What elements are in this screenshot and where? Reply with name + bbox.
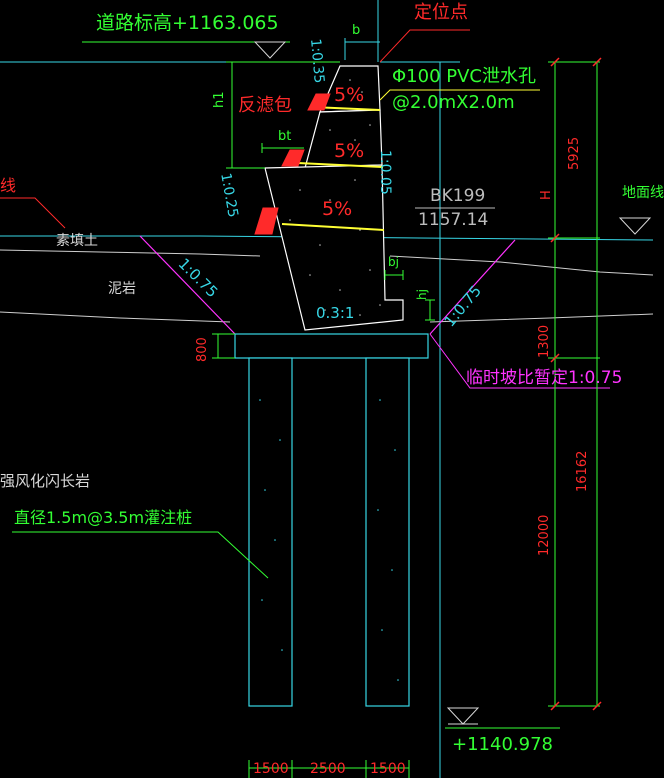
hj-symbol: hj	[415, 289, 429, 300]
filter-bag-1	[307, 93, 331, 111]
weathered-rock-label: 强风化闪长岩	[0, 472, 91, 490]
pvc-spacing-label: @2.0mX2.0m	[392, 92, 515, 113]
top-face-slope: 1:0.35	[307, 37, 327, 84]
bt-symbol: bt	[278, 129, 292, 144]
locating-point-label: 定位点	[414, 2, 468, 23]
ground-line-label: 地面线	[622, 185, 664, 201]
bottom-elevation-triangle	[446, 707, 480, 725]
drain-gradient-2: 5%	[334, 140, 365, 162]
filter-bag-3	[254, 207, 279, 235]
dim-top-height: 5925	[567, 136, 582, 170]
drain-pipe-2	[297, 162, 384, 168]
locating-leader	[379, 29, 470, 63]
bj-symbol: bj	[388, 255, 399, 269]
ground-marker-right	[618, 217, 652, 235]
mudstone-label: 泥岩	[108, 281, 136, 297]
dim-cap-height: 1300	[537, 324, 552, 358]
b-symbol: b	[352, 23, 361, 38]
ground-line-fill	[0, 249, 654, 276]
dimension-ticks	[550, 57, 602, 711]
base-slope-label: 0.3:1	[316, 304, 355, 322]
h1-dimension	[226, 61, 340, 169]
left-slope-fragment	[0, 197, 66, 229]
pile-right	[365, 357, 410, 707]
pile-stipple	[259, 399, 399, 681]
bottom-elevation-label: +1140.978	[452, 734, 553, 755]
drain-gradient-3: 5%	[322, 198, 353, 220]
right-dimension-chain	[548, 61, 600, 707]
ground-line-right	[380, 61, 460, 778]
pile-cap	[234, 333, 429, 359]
dim-pile-gap: 2500	[310, 761, 346, 777]
excavation-slope-right	[429, 239, 516, 335]
mudstone-line	[0, 311, 654, 323]
H-symbol: H	[539, 190, 554, 200]
dim-pile-left: 1500	[253, 761, 289, 777]
pile-spec-label: 直径1.5m@3.5m灌注桩	[14, 508, 193, 527]
pvc-leader	[379, 89, 540, 101]
drain-gradient-1: 5%	[334, 84, 365, 106]
filter-bag-label: 反滤包	[238, 95, 292, 116]
road-elevation-label: 道路标高+1163.065	[96, 12, 279, 34]
bt-mark	[261, 143, 304, 153]
fill-soil-label: 素填土	[56, 233, 98, 249]
dim-pile-length: 12000	[537, 514, 552, 556]
front-face-slope: 1:0.05	[377, 150, 393, 195]
wall-concrete-stipple	[289, 79, 381, 316]
pvc-drain-label: Φ100 PVC泄水孔	[392, 66, 536, 87]
dim-pile-right: 1500	[370, 761, 406, 777]
cap-thickness-dim	[212, 333, 235, 359]
hj-mark	[425, 299, 435, 321]
b-dimension	[344, 0, 380, 62]
drain-pipe-3	[281, 223, 385, 231]
wall-lower-segment	[264, 164, 404, 331]
station-label: BK199	[430, 186, 486, 206]
pile-left	[248, 357, 293, 707]
temp-slope-leader	[429, 333, 610, 389]
bottom-dimensions	[248, 760, 410, 778]
pile-spec-leader	[12, 531, 269, 579]
temp-slope-label: 临时坡比暂定1:0.75	[466, 368, 623, 388]
dim-total: 16162	[575, 450, 590, 492]
line-fragment-label: 线	[0, 176, 17, 195]
cap-thickness-value: 800	[195, 337, 210, 362]
excavation-slope-left	[139, 235, 236, 335]
station-elevation: 1157.14	[418, 210, 489, 230]
h1-symbol: h1	[212, 91, 227, 108]
filter-bag-2	[281, 149, 305, 167]
road-elevation-triangle	[253, 41, 287, 59]
bj-mark	[384, 270, 404, 280]
